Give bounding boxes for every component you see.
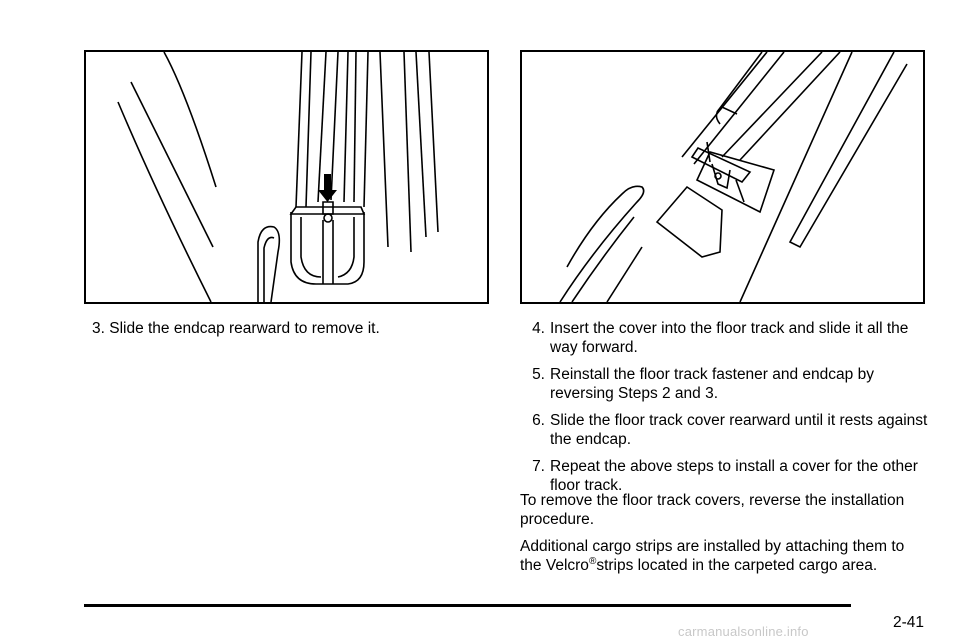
step-number: 4. [532,320,545,337]
step-3-caption: 3. Slide the endcap rearward to remove i… [92,320,380,337]
step-number: 6. [532,412,545,429]
step-text: Slide the floor track cover rearward unt… [550,412,928,448]
step-item: 5. Reinstall the floor track fastener an… [520,365,930,403]
step-number: 7. [532,458,545,475]
step-item: 6. Slide the floor track cover rearward … [520,411,930,449]
cargo-text-before: Additional cargo strips are installed by… [520,538,905,574]
removal-paragraph: To remove the floor track covers, revers… [520,492,905,528]
step-text: Insert the cover into the floor track an… [550,320,909,356]
watermark: carmanualsonline.info [678,624,809,639]
cover-install-illustration [520,50,925,304]
endcap-diagram [117,52,439,302]
step-text: Repeat the above steps to install a cove… [550,458,918,494]
registered-mark: ® [588,555,597,567]
step-number: 5. [532,366,545,383]
install-steps-list: 4. Insert the cover into the floor track… [520,319,930,503]
cargo-text-after: strips located in the carpeted cargo are… [596,557,878,574]
floor-track-diagram [559,52,908,302]
step-item: 7. Repeat the above steps to install a c… [520,457,930,495]
endcap-removal-illustration [84,50,489,304]
cargo-strips-paragraph: Additional cargo strips are installed by… [520,537,930,575]
footer-rule [84,604,851,607]
down-arrow-icon [318,174,337,202]
step-text: Reinstall the floor track fastener and e… [550,366,874,402]
page-number: 2-41 [893,614,925,631]
step-item: 4. Insert the cover into the floor track… [520,319,930,357]
